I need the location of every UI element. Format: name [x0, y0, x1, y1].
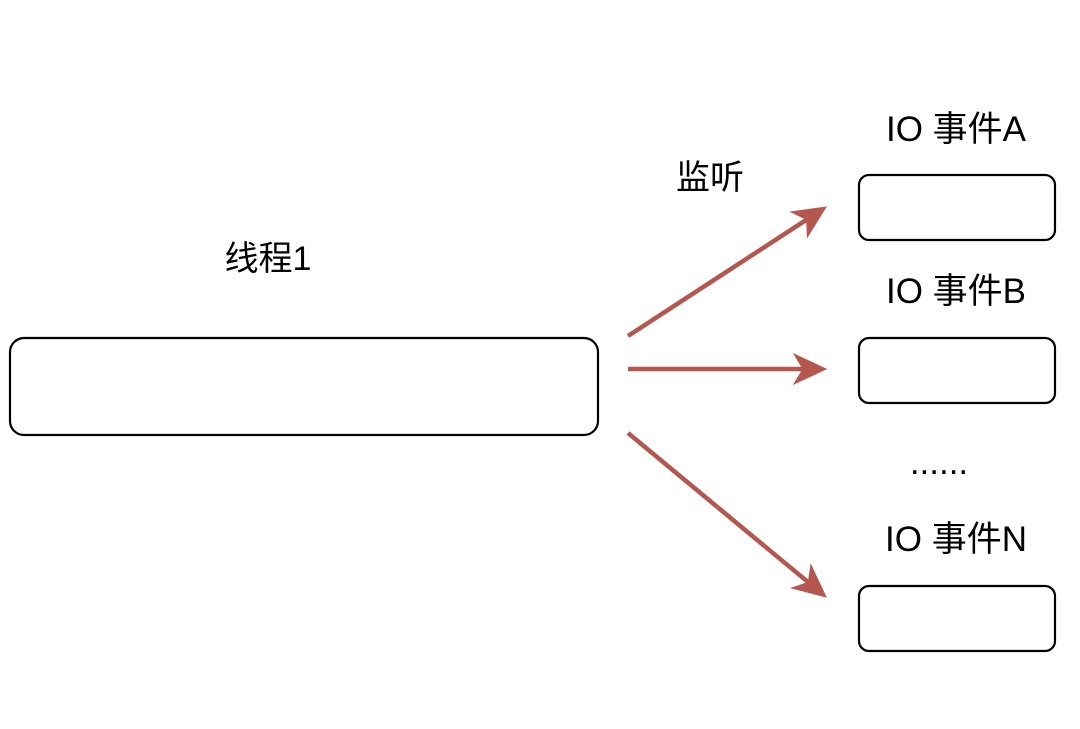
io-event-b-box	[857, 336, 1057, 405]
io-event-a-label: IO 事件A	[886, 110, 1027, 149]
ellipsis-label: ......	[910, 443, 968, 482]
io-event-n-box	[857, 584, 1057, 653]
thread-box	[8, 336, 600, 437]
io-event-a-box	[857, 173, 1057, 242]
arrow-to-io-event-a	[626, 206, 827, 338]
arrow-to-io-event-b-head	[792, 352, 828, 386]
io-event-n-label: IO 事件N	[885, 520, 1027, 559]
arrow-to-io-event-n	[626, 431, 827, 598]
edge-label-listen: 监听	[676, 159, 744, 197]
arrow-to-io-event-a-shaft	[626, 217, 808, 338]
thread-label: 线程1	[225, 240, 312, 278]
arrow-to-io-event-a-head	[789, 206, 827, 239]
arrow-to-io-event-b	[628, 352, 828, 386]
arrow-to-io-event-n-head	[790, 563, 827, 598]
arrow-to-io-event-n-shaft	[626, 431, 810, 585]
io-event-b-label: IO 事件B	[886, 272, 1026, 311]
